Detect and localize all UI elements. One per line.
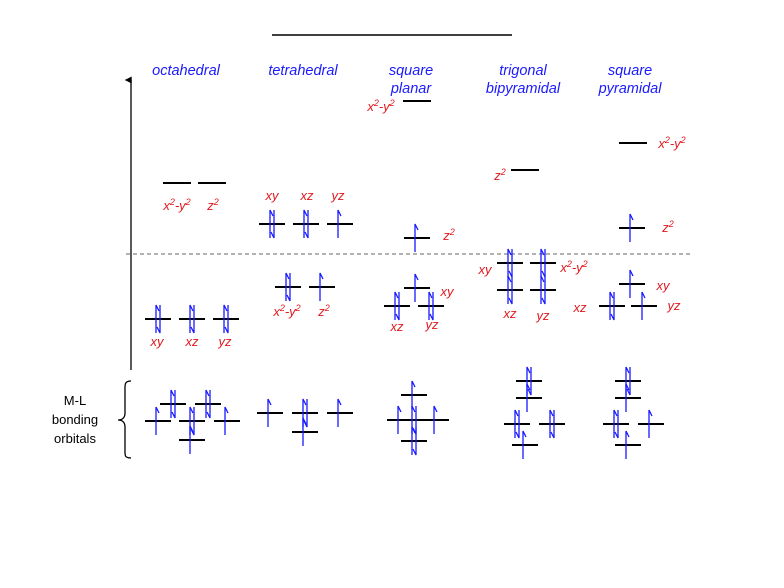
label-oct-xy: xy xyxy=(150,334,166,349)
orbital-level-tet-b-4 xyxy=(292,418,318,446)
label-spy-yz: yz xyxy=(667,298,682,313)
label-tet-xy: xy xyxy=(265,188,281,203)
orbital-level-tet-e-2 xyxy=(309,273,335,301)
orbital-level-tbp-xz xyxy=(497,276,523,304)
orbital-level-oct-b-3 xyxy=(145,407,171,435)
orbital-level-oct-t2g-3 xyxy=(213,305,239,333)
energy-levels xyxy=(145,101,664,459)
orbital-level-tbp-b-2 xyxy=(516,384,542,412)
orbital-level-sp-xz xyxy=(384,292,410,320)
label-spy-x2y2: x2-y2 xyxy=(657,135,685,151)
orbital-level-tet-b-3 xyxy=(327,399,353,427)
label-tbp-xz: xz xyxy=(503,306,518,321)
title-square-planar-line-1: square xyxy=(389,63,433,79)
left-label-line-1: M-L xyxy=(64,393,86,408)
orbital-level-tbp-b-4 xyxy=(539,410,565,438)
orbital-level-oct-t2g-2 xyxy=(179,305,205,333)
orbital-level-tbp-x2y2 xyxy=(530,249,556,277)
label-tbp-x2y2: x2-y2 xyxy=(559,259,587,275)
label-tet-xz: xz xyxy=(300,188,315,203)
orbital-level-spy-b-2 xyxy=(615,384,641,412)
label-oct-z2: z2 xyxy=(206,197,219,213)
orbital-level-spy-xy xyxy=(619,270,645,298)
label-oct-xz: xz xyxy=(185,334,200,349)
label-oct-yz: yz xyxy=(218,334,233,349)
label-tet-yz: yz xyxy=(331,188,346,203)
left-label-line-2: bonding xyxy=(52,412,98,427)
title-trigonal-bipyramidal: trigonal bipyramidal xyxy=(486,63,561,97)
orbital-level-sp-b-5 xyxy=(401,427,427,455)
title-trigonal-bipyramidal-line-1: trigonal xyxy=(499,63,547,79)
label-tet-z2: z2 xyxy=(317,303,330,319)
title-trigonal-bipyramidal-line-2: bipyramidal xyxy=(486,81,561,97)
orbital-level-tet-b-1 xyxy=(257,399,283,427)
label-sp-xy: xy xyxy=(440,284,456,299)
orbital-level-spy-b-5 xyxy=(615,431,641,459)
orbital-level-oct-b-4 xyxy=(214,407,240,435)
title-square-pyramidal-line-2: pyramidal xyxy=(598,81,663,97)
orbital-level-spy-yz xyxy=(631,292,657,320)
curly-brace xyxy=(118,381,131,458)
orbital-level-sp-z2 xyxy=(404,224,430,252)
label-spy-z2: z2 xyxy=(661,219,674,235)
orbital-level-tbp-xy xyxy=(497,249,523,277)
title-octahedral: octahedral xyxy=(152,63,220,79)
label-tbp-xy: xy xyxy=(478,262,494,277)
orbital-level-tbp-b-5 xyxy=(512,431,538,459)
label-tbp-yz: yz xyxy=(536,308,551,323)
label-oct-x2y2: x2-y2 xyxy=(162,197,190,213)
label-sp-xz: xz xyxy=(390,319,405,334)
orbital-level-spy-b-1 xyxy=(615,367,641,395)
label-spy-xz: xz xyxy=(573,300,588,315)
label-sp-z2: z2 xyxy=(442,227,455,243)
ml-bonding-label: M-L bonding orbitals xyxy=(52,393,98,446)
orbital-level-spy-b-4 xyxy=(638,410,664,438)
orbital-level-spy-b-3 xyxy=(603,410,629,438)
orbital-level-oct-t2g-1 xyxy=(145,305,171,333)
orbital-level-oct-b-6 xyxy=(179,426,205,454)
label-tet-x2y2: x2-y2 xyxy=(272,303,300,319)
orbital-level-oct-b-1 xyxy=(160,390,186,418)
orbital-level-tbp-yz xyxy=(530,276,556,304)
title-square-planar: square planar xyxy=(389,63,433,97)
orbital-level-sp-xy xyxy=(404,274,430,302)
orbital-level-tet-t2-3 xyxy=(327,210,353,238)
label-spy-xy: xy xyxy=(656,278,672,293)
label-tbp-z2: z2 xyxy=(493,167,506,183)
orbital-level-spy-z2 xyxy=(619,214,645,242)
title-square-planar-line-2: planar xyxy=(390,81,432,97)
orbital-level-spy-xz xyxy=(599,292,625,320)
orbital-level-tet-e-1 xyxy=(275,273,301,301)
orbital-level-tbp-b-3 xyxy=(504,410,530,438)
title-square-pyramidal-line-1: square xyxy=(608,63,652,79)
title-tetrahedral: tetrahedral xyxy=(268,63,338,79)
orbital-level-tet-t2-1 xyxy=(259,210,285,238)
title-octahedral-line-1: octahedral xyxy=(152,63,220,79)
left-label-line-3: orbitals xyxy=(54,431,96,446)
orbital-level-tet-t2-2 xyxy=(293,210,319,238)
title-square-pyramidal: square pyramidal xyxy=(598,63,663,97)
orbital-level-tbp-b-1 xyxy=(516,367,542,395)
title-tetrahedral-line-1: tetrahedral xyxy=(268,63,338,79)
label-sp-yz: yz xyxy=(425,317,440,332)
label-sp-x2y2: x2-y2 xyxy=(366,98,394,114)
orbital-level-sp-b-1 xyxy=(401,381,427,409)
orbital-level-oct-b-2 xyxy=(195,390,221,418)
